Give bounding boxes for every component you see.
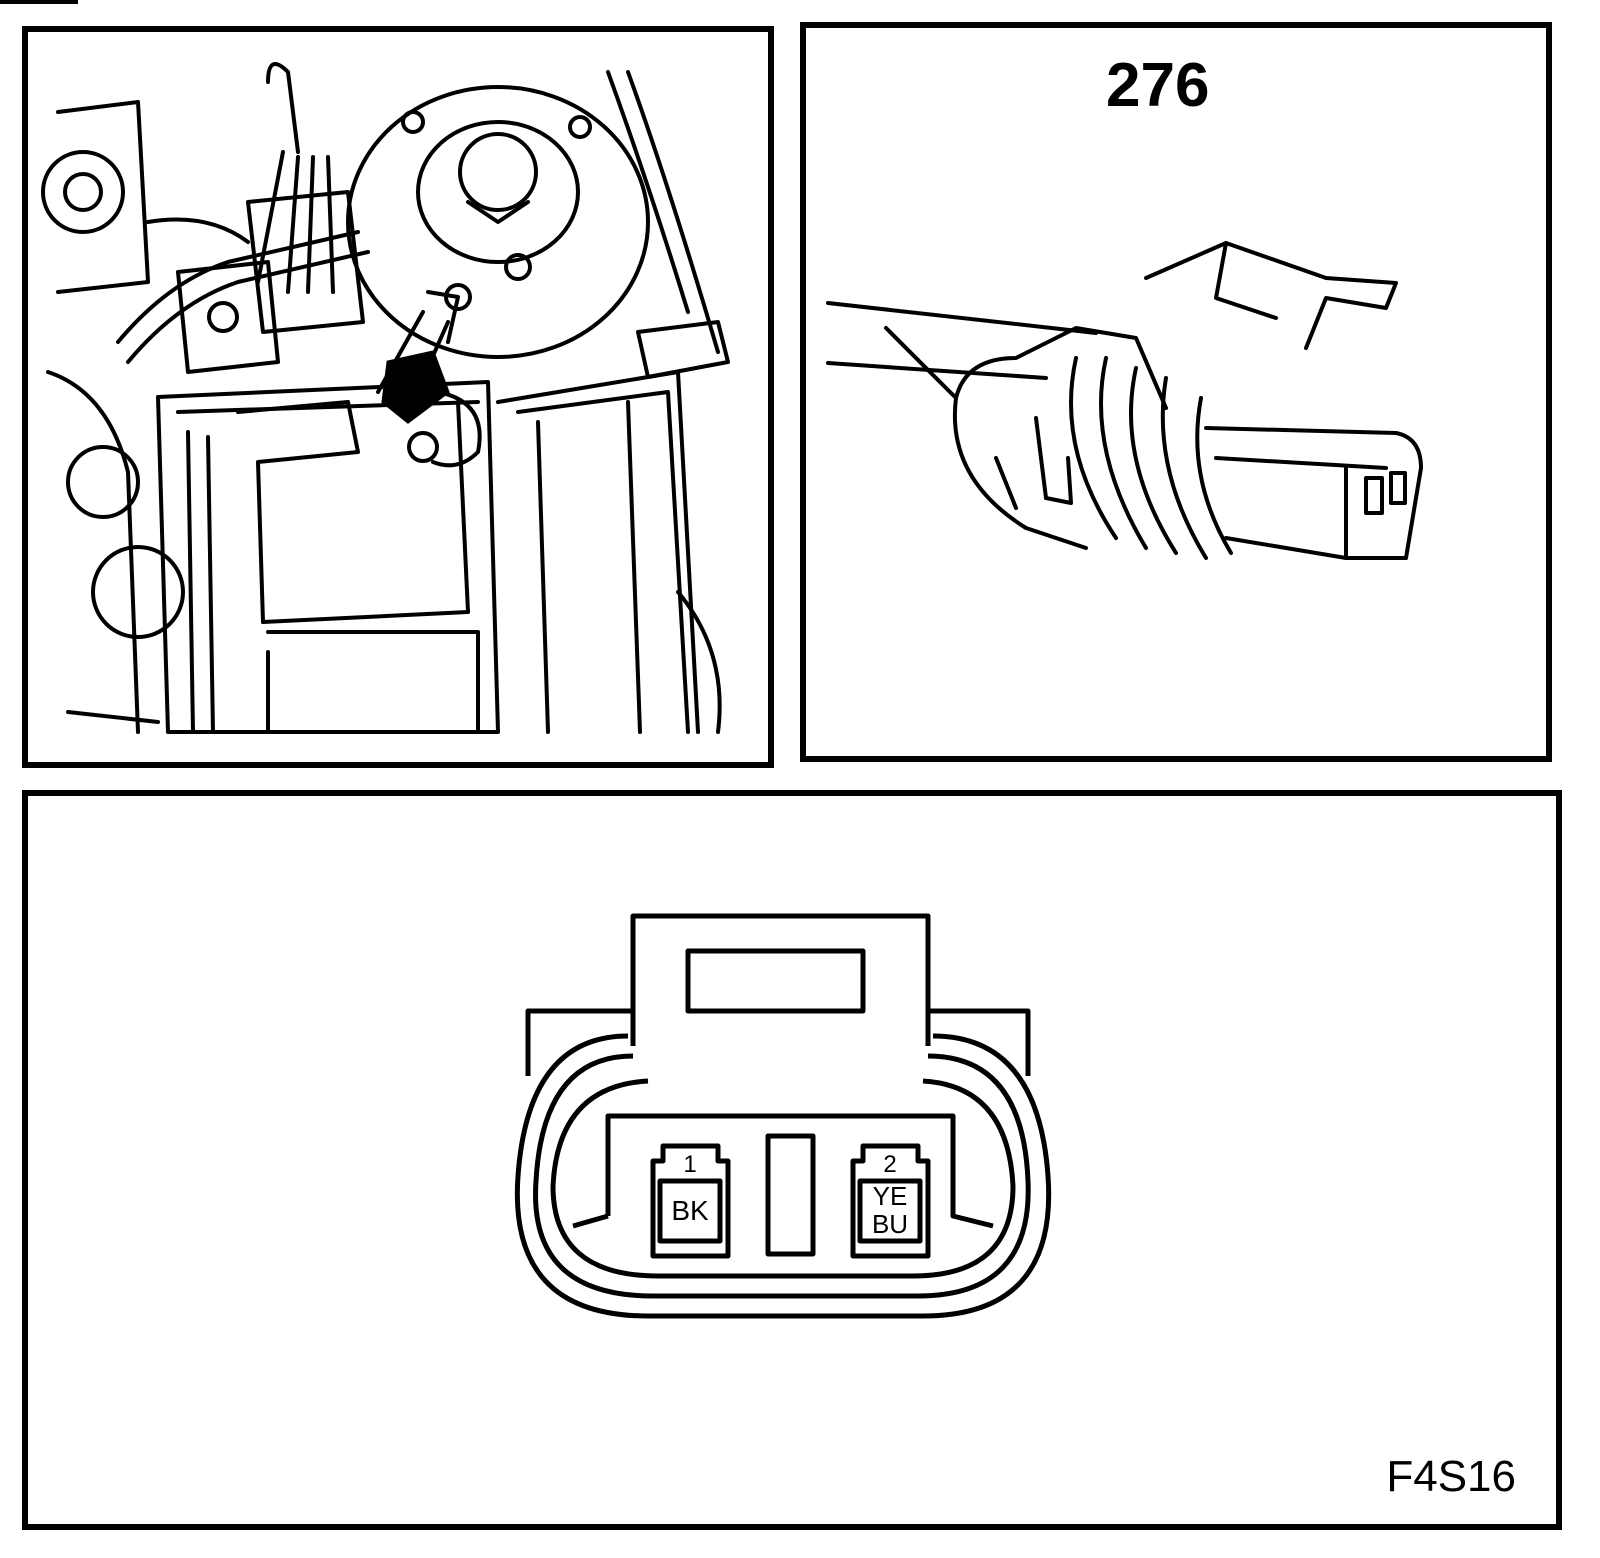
pin-2-number: 2 [883, 1151, 896, 1178]
pin-2-color-2: BU [872, 1209, 908, 1239]
shroud-inner [533, 1053, 1031, 1299]
sensor-highlight [381, 350, 450, 424]
corner-mark [0, 0, 78, 4]
connector-perspective-illustration [826, 241, 1423, 560]
engine-bay-panel [22, 26, 774, 768]
center-key [765, 1133, 816, 1257]
cavity [605, 1113, 994, 1229]
pin-2-color-1: YE [873, 1181, 908, 1211]
latch-window [685, 948, 866, 1014]
pin-2-terminal [850, 1143, 931, 1259]
battery-box [156, 380, 500, 734]
reference-number: 276 [1106, 51, 1210, 120]
shroud-outer [514, 1033, 1052, 1319]
strut-tower [346, 85, 650, 359]
figure-code: F4S16 [1386, 1452, 1516, 1501]
connector-perspective-panel: 276 [800, 22, 1552, 762]
connector-face-illustration: 1 BK 2 YE BU [514, 913, 1052, 1319]
pin-1-color: BK [671, 1195, 709, 1226]
connector-face-panel: 1 BK 2 YE BU F4S16 [22, 790, 1562, 1530]
latch-tab [630, 913, 931, 1046]
pin-1-terminal [650, 1143, 731, 1259]
pin-1-number: 1 [683, 1151, 696, 1178]
engine-bay-illustration [41, 62, 730, 734]
